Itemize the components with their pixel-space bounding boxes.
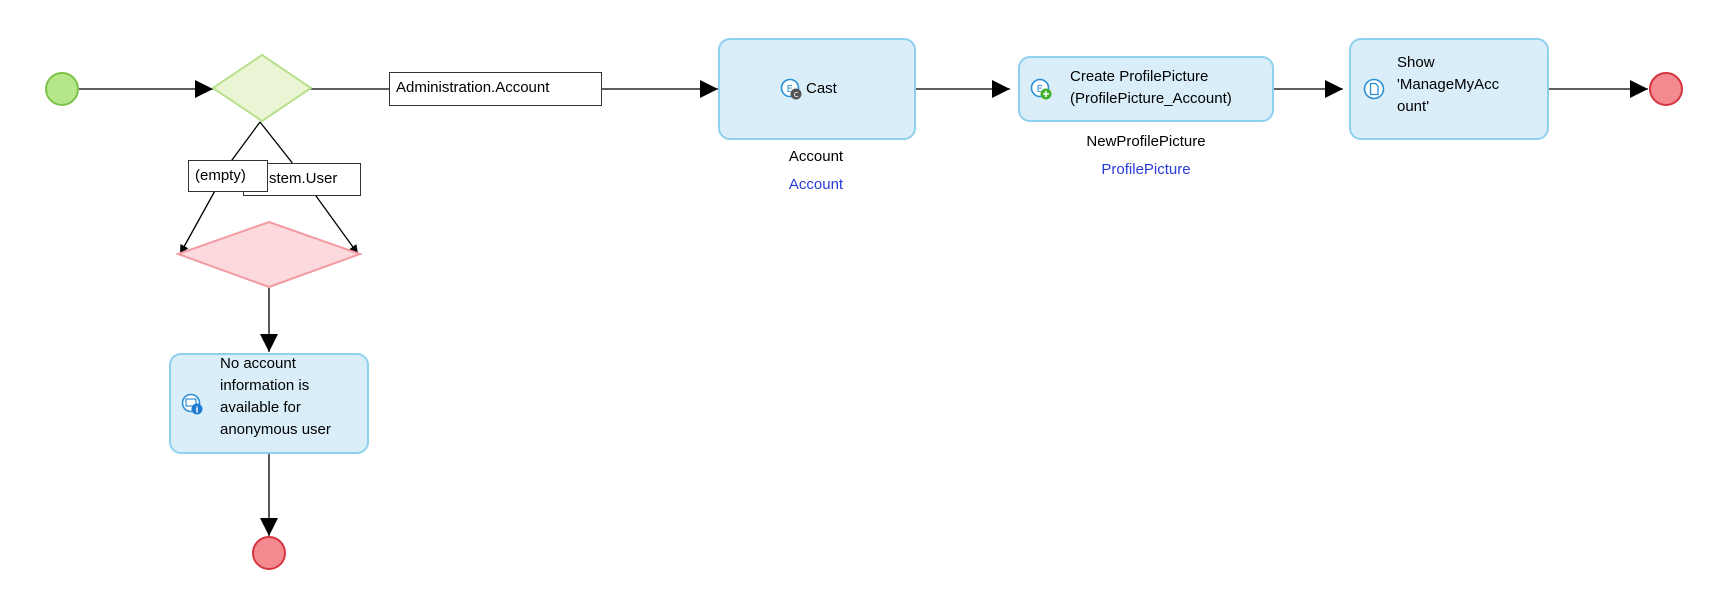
show-message-action[interactable]: i No account information is available fo… <box>169 353 369 454</box>
create-output-type: ProfilePicture <box>1101 161 1191 178</box>
create-profilepicture-label: Create ProfilePicture (ProfilePicture_Ac… <box>1070 68 1232 107</box>
create-profilepicture-action[interactable]: E Create ProfilePicture (ProfilePicture_… <box>1018 56 1274 122</box>
cast-output-type: Account <box>788 176 844 193</box>
start-event[interactable] <box>45 72 79 106</box>
show-page-action[interactable]: Show 'ManageMyAcc ount' <box>1349 38 1549 140</box>
entity-cast-icon: E C <box>780 78 802 100</box>
show-message-icon: i <box>181 393 203 415</box>
flow-label-empty: (empty) <box>188 160 268 192</box>
cast-action[interactable]: E C Cast <box>718 38 916 140</box>
cast-action-label: Cast <box>806 80 837 97</box>
entity-create-icon: E <box>1030 78 1052 100</box>
create-output-name: NewProfilePicture <box>1086 133 1206 150</box>
object-type-decision[interactable] <box>211 53 313 123</box>
svg-text:E: E <box>787 84 793 95</box>
svg-text:E: E <box>1037 84 1043 95</box>
end-event-main[interactable] <box>1649 72 1683 106</box>
end-event-anonymous[interactable] <box>252 536 286 570</box>
flow-split-user-branch[interactable] <box>259 121 359 255</box>
svg-text:C: C <box>794 91 799 99</box>
flow-label-administration-account: Administration.Account <box>389 72 602 106</box>
show-page-label: Show 'ManageMyAcc ount' <box>1397 54 1500 115</box>
show-message-label: No account information is available for … <box>220 355 331 438</box>
show-page-icon <box>1363 78 1385 100</box>
merge[interactable] <box>175 220 363 289</box>
cast-output-name: Account <box>788 148 844 165</box>
svg-text:i: i <box>196 406 199 415</box>
